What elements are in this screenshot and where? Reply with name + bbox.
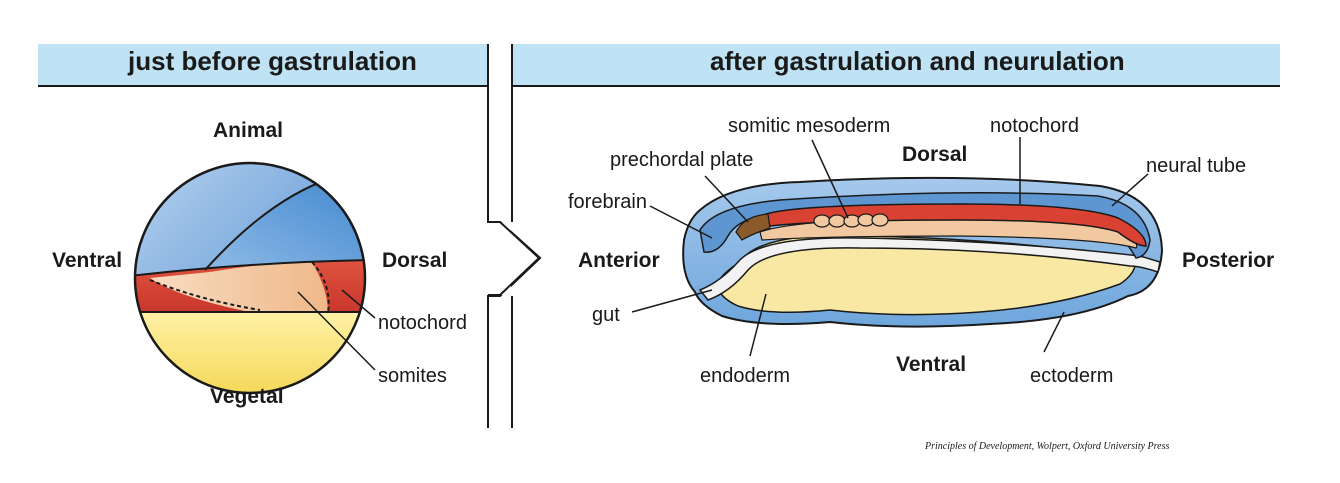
right-leader-lines (631, 137, 1149, 357)
label-animal: Animal (213, 119, 284, 142)
prechordal-plate (735, 213, 771, 241)
somite-boundary-left (149, 279, 261, 311)
left-header-band (38, 44, 488, 86)
label-dorsal-right: Dorsal (902, 143, 968, 166)
leader-somites-left (297, 291, 376, 371)
notochord-rod (765, 203, 1147, 247)
label-anterior: Anterior (578, 249, 660, 272)
right-panel-title: after gastrulation and neurulation (710, 46, 1125, 76)
left-panel-title: just before gastrulation (128, 46, 417, 76)
source-credit: Principles of Development, Wolpert, Oxfo… (925, 441, 1170, 452)
label-vegetal: Vegetal (210, 385, 284, 408)
somite-boundary-right (311, 261, 330, 313)
gut-tube (698, 237, 1161, 301)
label-endoderm: endoderm (700, 365, 791, 387)
label-ventral-left: Ventral (52, 249, 123, 272)
leader-notochord-left (341, 289, 376, 319)
label-somites-left: somites (378, 365, 447, 387)
somite-region (150, 262, 328, 312)
label-dorsal-left: Dorsal (382, 249, 448, 272)
somite-blocks (813, 213, 889, 228)
late-embryo (682, 176, 1164, 328)
label-gut: gut (592, 304, 620, 326)
label-ectoderm: ectoderm (1030, 365, 1114, 387)
label-forebrain: forebrain (568, 191, 647, 213)
label-posterior: Posterior (1182, 249, 1275, 272)
label-notochord-left: notochord (378, 312, 467, 334)
label-neural-tube: neural tube (1146, 155, 1247, 177)
label-notochord-right: notochord (990, 115, 1079, 137)
label-somitic-mesoderm: somitic mesoderm (728, 115, 891, 137)
label-prechordal-plate: prechordal plate (610, 149, 754, 171)
label-ventral-right: Ventral (896, 353, 967, 376)
right-header-band (512, 44, 1280, 86)
